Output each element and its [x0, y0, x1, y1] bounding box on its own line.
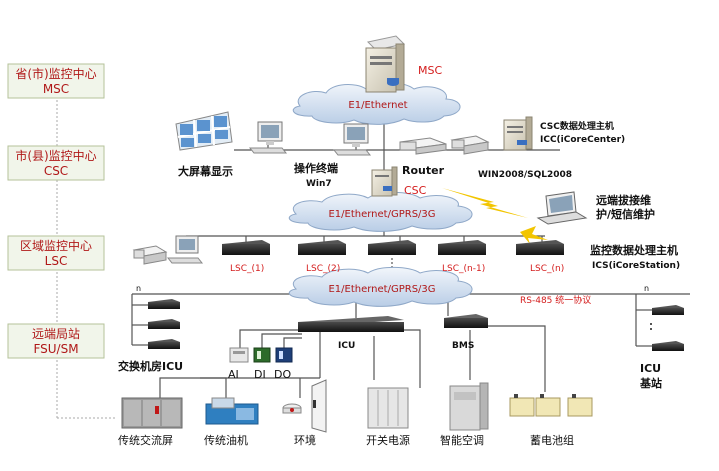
lsc-unit-label: LSC_(n-1) — [442, 264, 485, 274]
lsc-terminal-icon — [166, 235, 204, 264]
laptop-icon — [536, 191, 588, 225]
level-msc-title: 省(市)监控中心 — [15, 66, 96, 81]
lightning-icon — [442, 188, 548, 244]
lsc-host-software: ICS(iCoreStation) — [592, 261, 680, 271]
router-icon — [399, 137, 447, 155]
lsc-rack-3 — [368, 240, 416, 255]
csc-host-server-icon — [503, 116, 533, 151]
router-label: Router — [402, 164, 445, 177]
level-lsc-title: 区域监控中心 — [20, 238, 92, 253]
base-station-icu-units — [650, 305, 684, 351]
lsc-unit-label: LSC_(n) — [530, 264, 564, 274]
level-box-csc: 市(县)监控中心 CSC — [7, 145, 105, 181]
level-fsu-code: FSU/SM — [33, 342, 78, 356]
lsc-unit-label: LSC_(1) — [230, 264, 264, 274]
csc-host-title: CSC数据处理主机 — [540, 120, 614, 132]
cloud-csc-network: E1/Ethernet/GPRS/3G — [288, 191, 473, 232]
do-module-icon — [275, 347, 293, 363]
level-box-fsu: 远端局站 FSU/SM — [7, 323, 105, 359]
ai-module-icon — [229, 347, 249, 363]
device-label: 开关电源 — [366, 433, 410, 447]
di-module-icon — [253, 347, 271, 363]
remote-maintenance-line2: 护/短信维护 — [596, 207, 655, 221]
msc-server-icon — [365, 35, 406, 93]
n-left-label: n — [136, 284, 141, 293]
operator-terminal-label: 操作终端 — [294, 161, 338, 175]
level-csc-code: CSC — [44, 164, 68, 178]
environment-sensor-icon — [282, 379, 327, 433]
level-fsu-title: 远端局站 — [32, 327, 80, 341]
remote-maintenance-line1: 远端拔接维 — [596, 193, 651, 207]
csc-label: CSC — [404, 184, 427, 197]
csc-server-icon — [371, 166, 398, 197]
io-ai-label: AI — [228, 368, 239, 381]
bms-label: BMS — [452, 341, 474, 351]
device-label: 传统油机 — [204, 433, 248, 447]
level-lsc-code: LSC — [45, 254, 68, 268]
printer-icon — [450, 135, 490, 155]
csc-host-software: ICC(iCoreCenter) — [540, 135, 625, 145]
icu-device — [298, 316, 404, 332]
lsc-unit-label: LSC_(2) — [306, 264, 340, 274]
diesel-generator-icon — [205, 397, 259, 425]
level-labels: 省(市)监控中心 MSC 市(县)监控中心 CSC 区域监控中心 LSC 远端局… — [7, 63, 115, 419]
msc-label: MSC — [418, 64, 442, 77]
icu-label: ICU — [338, 341, 355, 351]
io-di-label: DI — [254, 368, 266, 381]
exchange-icu-label: 交换机房ICU — [118, 359, 183, 373]
ac-panel-icon — [121, 397, 183, 429]
lsc-rack-1 — [222, 240, 270, 255]
level-csc-title: 市(县)监控中心 — [15, 148, 96, 163]
icu-base-line1: ICU — [640, 362, 661, 375]
cloud-csc-network-label: E1/Ethernet/GPRS/3G — [328, 209, 435, 220]
device-label: 智能空调 — [440, 433, 484, 447]
level-box-lsc: 区域监控中心 LSC — [7, 235, 105, 271]
big-screen-label: 大屏幕显示 — [178, 164, 233, 178]
cloud-lsc-network-label: E1/Ethernet/GPRS/3G — [328, 284, 435, 295]
io-do-label: DO — [274, 368, 291, 381]
level-box-msc: 省(市)监控中心 MSC — [7, 63, 105, 99]
bms-device — [444, 314, 488, 328]
cloud-lsc-network: E1/Ethernet/GPRS/3G — [288, 266, 473, 307]
os-db-label: WIN2008/SQL2008 — [478, 170, 572, 180]
operator-terminal-2-icon — [332, 123, 372, 156]
device-label: 蓄电池组 — [530, 433, 574, 447]
level-msc-code: MSC — [43, 82, 69, 96]
operator-terminal-1-icon — [248, 121, 288, 154]
lsc-printer-icon — [132, 245, 168, 265]
exchange-icu-units — [148, 299, 180, 349]
n-right-label: n — [644, 284, 649, 293]
icu-base-line2: 基站 — [639, 376, 662, 390]
lsc-rack-4 — [438, 240, 486, 255]
cloud-e1-ethernet-label: E1/Ethernet — [348, 100, 407, 111]
air-conditioner-icon — [449, 382, 489, 431]
win7-label: Win7 — [306, 179, 332, 189]
power-supply-icon — [367, 387, 409, 429]
lsc-host-title: 监控数据处理主机 — [590, 243, 678, 257]
cloud-e1-ethernet: E1/Ethernet — [292, 82, 461, 125]
device-label: 环境 — [294, 433, 316, 447]
rs485-label: RS-485 统一协议 — [520, 294, 591, 306]
device-label: 传统交流屏 — [118, 433, 173, 447]
big-screen-icon — [175, 111, 233, 151]
lsc-rack-5 — [516, 240, 564, 255]
battery-group-icon — [509, 394, 593, 417]
lsc-rack-2 — [298, 240, 346, 255]
